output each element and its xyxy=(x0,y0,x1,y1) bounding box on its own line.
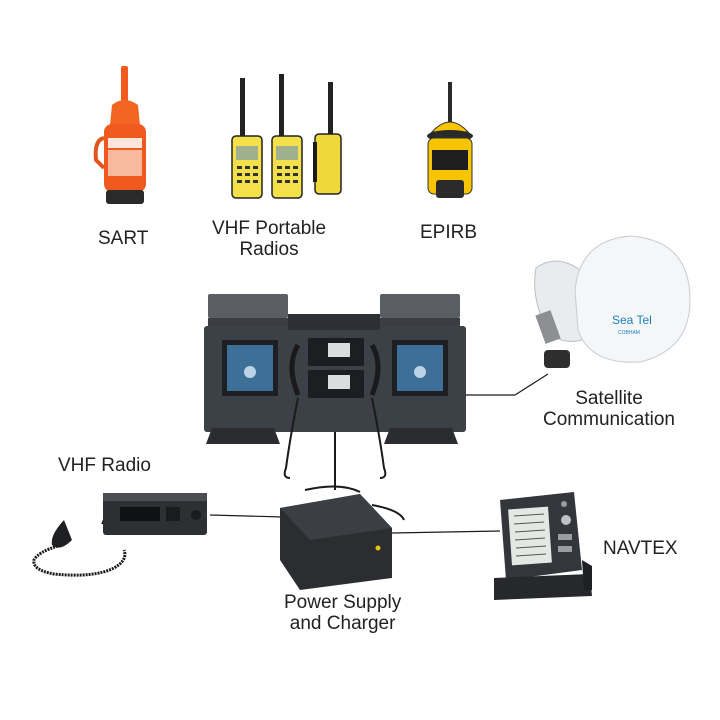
vhf-portable-line2: Radios xyxy=(239,239,299,260)
connector-lines xyxy=(209,373,549,534)
navtex-receiver-icon xyxy=(494,492,592,600)
power-supply-label: Power Supply and Charger xyxy=(284,592,401,634)
satellite-communication-label: Satellite Communication xyxy=(543,388,675,430)
power-to-navtex-line xyxy=(391,530,501,534)
dome-brand-text: Sea Tel xyxy=(612,313,652,327)
vhf-radio-label: VHF Radio xyxy=(58,455,151,476)
handheld-radio-1 xyxy=(231,78,263,199)
navtex-label: NAVTEX xyxy=(603,538,678,559)
vhf-fixed-radio-icon xyxy=(32,493,207,577)
epirb-label: EPIRB xyxy=(420,222,478,243)
vhf-portable-line1: VHF Portable xyxy=(212,218,327,239)
sart-label: SART xyxy=(98,228,149,249)
power-supply-line2: and Charger xyxy=(289,613,396,634)
vhf-portable-radios-icon xyxy=(231,74,342,199)
handheld-radio-3 xyxy=(313,82,342,195)
satellite-dome-icon: Sea Tel COBHAM xyxy=(534,235,691,368)
epirb-beacon-icon xyxy=(427,82,473,198)
vhf-portable-radios-label: VHF Portable Radios xyxy=(212,218,326,260)
sart-beacon-icon xyxy=(93,66,146,204)
handheld-radio-2 xyxy=(271,74,303,199)
satellite-diagonal-line xyxy=(514,373,549,396)
gmdss-console-icon xyxy=(204,294,466,490)
power-supply-line1: Power Supply xyxy=(284,592,402,613)
vhf-to-power-line xyxy=(209,514,284,518)
dome-brand-sub: COBHAM xyxy=(618,330,640,336)
satellite-line2: Communication xyxy=(543,409,675,430)
satellite-line1: Satellite xyxy=(575,388,643,409)
